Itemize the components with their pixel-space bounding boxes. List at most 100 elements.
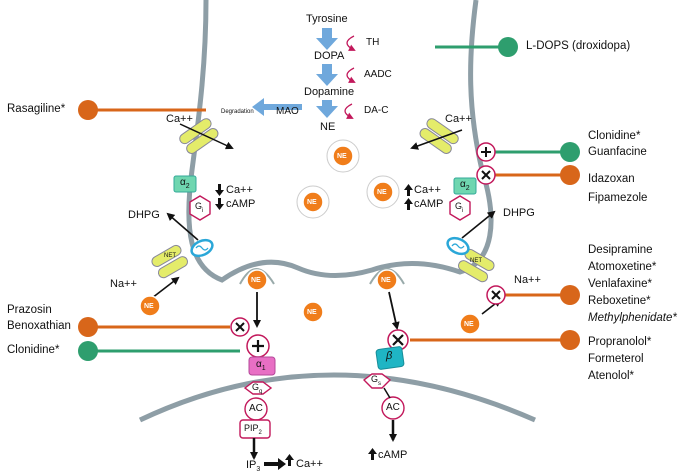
prazosin-dot [78, 317, 98, 337]
alpha2-receptor-left [173, 175, 197, 193]
tyrosine-label: Tyrosine [306, 13, 348, 25]
drug-guanfacine: Guanfacine [588, 146, 647, 158]
dhpg-arrow-left [166, 212, 199, 241]
drug-rasagiline: Rasagiline* [7, 103, 66, 115]
net-right-label: NET [470, 258, 482, 264]
drug-methylphenidate: Methylphenidate* [588, 312, 677, 324]
drug-reboxetine: Reboxetine* [588, 295, 651, 307]
symbol-cross-right [476, 165, 496, 185]
symbol-cross-alpha1 [230, 317, 250, 337]
ca-arrow-right [410, 129, 463, 150]
drug-propranolol: Propranolol* [588, 336, 652, 348]
ac-right-label: AC [386, 402, 400, 413]
gi-hexagon-left [189, 195, 211, 221]
symbol-plus-alpha1 [246, 334, 270, 358]
ip3-ca-label: Ca++ [296, 458, 323, 470]
up-camp-label: cAMP [414, 198, 444, 210]
up-arrows [404, 184, 413, 210]
drug-desipramine: Desipramine [588, 244, 653, 256]
ne-label: NE [251, 277, 261, 284]
propranolol-dot [560, 330, 580, 350]
down-arrows [215, 184, 224, 210]
idazoxan-dot [560, 165, 580, 185]
dopa-label: DOPA [314, 50, 345, 62]
drug-formeterol: Formeterol [588, 353, 644, 365]
drug-benoxathian: Benoxathian [7, 320, 71, 332]
na-left-label: Na++ [110, 278, 137, 290]
dopamine-label: Dopamine [304, 86, 355, 98]
net-transporter-left [151, 244, 189, 279]
ne-label: NE [337, 153, 347, 160]
drug-idazoxan: Idazoxan [588, 173, 635, 185]
drug-ldops: L-DOPS (droxidopa) [526, 40, 631, 52]
ne-label: NE [464, 321, 474, 328]
drug-clonidine-right: Clonidine* [588, 130, 641, 142]
drug-clonidine-left: Clonidine* [7, 344, 60, 356]
dhpg-left-label: DHPG [128, 209, 160, 221]
drug-atenolol: Atenolol* [588, 370, 635, 382]
degradation-label: Degradation [221, 109, 254, 115]
synthesis-arrows [252, 28, 338, 118]
clonidine-left-dot [78, 341, 98, 361]
drug-connectors [92, 45, 568, 353]
ne-molecules [139, 139, 481, 335]
mao-label: MAO [276, 106, 299, 117]
desipramine-dot [560, 285, 580, 305]
ne-release-arrow-right [388, 291, 400, 330]
ca-left-label: Ca++ [166, 113, 193, 125]
enzyme-arcs [344, 35, 356, 119]
net-transporter-right [457, 248, 495, 283]
ca-right-label: Ca++ [445, 113, 472, 125]
ca-channel-right [419, 118, 459, 154]
ne-label: NE [307, 309, 317, 316]
camp-up-arrow [368, 448, 377, 460]
dhpg-right-label: DHPG [503, 207, 535, 219]
dac-label: DA-C [364, 105, 389, 116]
ne-label: NE [307, 199, 317, 206]
gs-ac-arrow [383, 387, 391, 399]
gq-hexagon [243, 381, 273, 395]
dhpg-arrow-right [461, 210, 496, 239]
ne-label: NE [381, 277, 391, 284]
ne-label: NE [377, 189, 387, 196]
na-right-label: Na++ [514, 274, 541, 286]
release-site-right [369, 268, 405, 285]
gi-right-label: Gi [455, 201, 464, 214]
ip3-up-arrow [285, 454, 294, 466]
ip3-label: IP3 [246, 459, 261, 474]
postsynaptic-membrane [138, 372, 537, 423]
alpha1-label: α1 [256, 359, 266, 373]
gi-hexagon-right [449, 195, 471, 221]
camp-bottom-label: cAMP [378, 449, 408, 461]
aadc-label: AADC [364, 69, 392, 80]
down-ca-label: Ca++ [226, 184, 253, 196]
ldops-dot [498, 37, 518, 57]
th-label: TH [366, 37, 380, 48]
drug-prazosin: Prazosin [7, 304, 52, 316]
ac-left-label: AC [249, 403, 263, 414]
ip3-arrow [264, 458, 286, 470]
gs-label: Gs [371, 374, 382, 387]
release-site-left [239, 268, 275, 285]
drug-venlafaxine: Venlafaxine* [588, 278, 652, 290]
alpha2-receptor-right [453, 177, 477, 195]
ne-label: NE [144, 303, 154, 310]
symbol-cross-net [486, 285, 506, 305]
ne-label-pathway: NE [320, 121, 336, 133]
gs-hexagon [362, 373, 392, 389]
rasagiline-dot [78, 100, 98, 120]
alpha1-receptor [248, 356, 276, 376]
gq-label: Gq [252, 382, 263, 395]
ca-arrow-left [179, 123, 234, 150]
ac-right [381, 396, 405, 420]
up-ca-label: Ca++ [414, 184, 441, 196]
alpha2-left-label: α2 [180, 177, 190, 191]
net-left-label: NET [164, 253, 176, 259]
reuptake-arrow-left [151, 276, 180, 299]
down-camp-label: cAMP [226, 198, 256, 210]
alpha2-right-label: α2 [460, 179, 470, 193]
gi-left-label: Gi [195, 201, 204, 214]
pip2-label: PIP2 [244, 423, 262, 436]
drug-fipamezole: Fipamezole [588, 192, 648, 204]
